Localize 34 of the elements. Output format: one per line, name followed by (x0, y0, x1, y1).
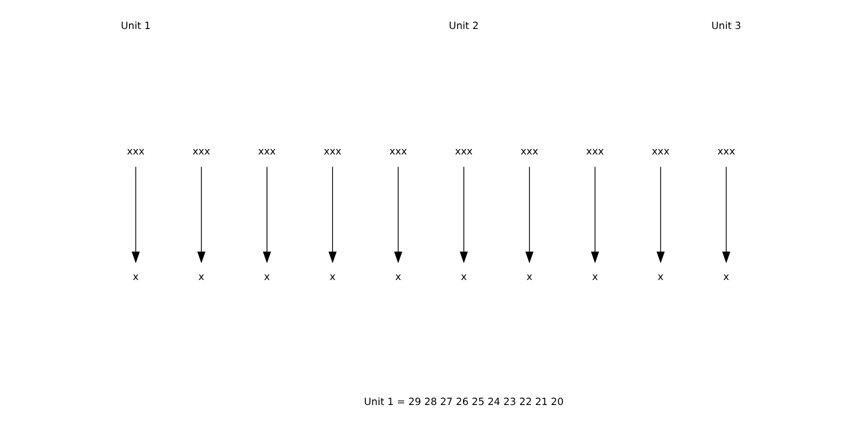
node-text: x (592, 272, 598, 283)
arrow (394, 166, 402, 264)
node-text: xxx (258, 146, 276, 158)
arrow (459, 166, 468, 264)
label: Unit 1 = 29 28 27 26 25 24 23 22 21 20 (364, 397, 564, 408)
node-text: x (526, 272, 532, 283)
arrow (328, 166, 336, 264)
node-text: xxx (323, 146, 341, 158)
arrow (524, 166, 533, 264)
node-text: xxx (586, 146, 604, 158)
node-text: xxx (651, 146, 669, 158)
arrow (262, 166, 271, 264)
node-text: xxx (520, 146, 538, 158)
node-text: x (657, 272, 664, 283)
node-text: x (722, 272, 729, 283)
node-text: xxx (388, 146, 407, 158)
arrow (590, 166, 599, 264)
arrow (656, 166, 664, 264)
node-text: x (460, 272, 466, 283)
node-text: xxx (454, 146, 472, 158)
node-text: xxx (126, 146, 144, 158)
node-text: xxx (192, 146, 210, 158)
arrow (196, 166, 205, 264)
node-text: x (198, 272, 204, 283)
node-text: x (329, 272, 336, 283)
label: Unit 2 (448, 20, 478, 32)
arrow (722, 166, 730, 264)
label: Unit 1 (120, 20, 150, 32)
node-text: x (394, 272, 401, 283)
label: Unit 3 (710, 20, 741, 32)
node-text: x (132, 272, 138, 283)
node-text: xxx (716, 146, 735, 158)
arrow (131, 166, 140, 264)
node-text: x (264, 272, 270, 283)
